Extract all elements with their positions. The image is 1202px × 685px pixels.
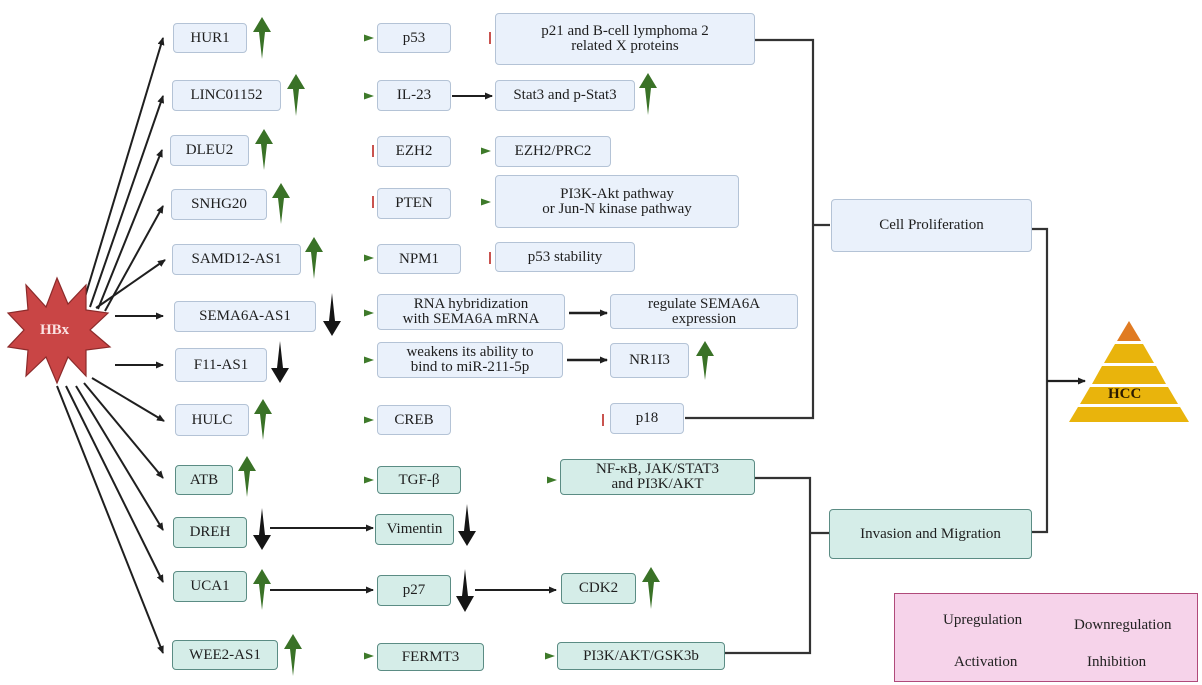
upregulation-icon <box>287 74 305 116</box>
target-box-pten[interactable]: PTEN <box>377 188 451 219</box>
legend-upregulation-label: Upregulation <box>943 612 1023 628</box>
hbx-to-hur1-arrow <box>81 37 165 308</box>
hbx-to-hulc-arrow <box>91 377 165 422</box>
target-box-tgf-beta[interactable]: TGF-β <box>377 466 461 494</box>
group-box-invasion-migration[interactable]: Invasion and Migration <box>829 509 1032 559</box>
hbx-fan-arrows <box>56 37 166 654</box>
hbx-to-uca1-arrow <box>65 385 164 583</box>
lncrna-box-hulc[interactable]: HULC <box>175 404 249 436</box>
upregulation-icon <box>639 73 657 115</box>
upregulation-icon <box>238 456 256 497</box>
upregulation-icon <box>254 399 272 440</box>
box-text-line: RNA hybridization <box>413 296 529 312</box>
effector-box-pi3k-akt-jnk[interactable]: PI3K-Akt pathway or Jun-N kinase pathway <box>495 175 739 228</box>
effector-box-p53-stability[interactable]: p53 stability <box>495 242 635 272</box>
target-box-p53[interactable]: p53 <box>377 23 451 53</box>
target-box-weakens-binding[interactable]: weakens its ability to bind to miR-211-5… <box>377 342 563 378</box>
legend-inhibition-label: Inhibition <box>1087 654 1147 670</box>
hbx-to-dleu2-arrow <box>97 149 163 310</box>
target-box-ezh2[interactable]: EZH2 <box>377 136 451 167</box>
box-text-line: with SEMA6A mRNA <box>402 311 540 327</box>
group-brackets <box>685 38 1086 655</box>
lncrna-box-wee2-as1[interactable]: WEE2-AS1 <box>172 640 278 670</box>
hbx-to-wee2-as1-arrow <box>56 385 164 654</box>
effector-box-ezh2-prc2[interactable]: EZH2/PRC2 <box>495 136 611 167</box>
target-box-npm1[interactable]: NPM1 <box>377 244 461 274</box>
target-box-il-23[interactable]: IL-23 <box>377 80 451 111</box>
lncrna-box-dleu2[interactable]: DLEU2 <box>170 135 249 166</box>
upregulation-icon <box>642 567 660 609</box>
downregulation-icon <box>271 341 289 383</box>
hbx-to-atb-arrow <box>83 382 164 479</box>
legend-downregulation-label: Downregulation <box>1074 617 1172 633</box>
hbx-starburst-icon <box>6 276 112 385</box>
effector-box-pi3k-akt-gsk3b[interactable]: PI3K/AKT/GSK3b <box>557 642 725 670</box>
target-box-rna-hybridization[interactable]: RNA hybridization with SEMA6A mRNA <box>377 294 565 330</box>
upregulation-icon <box>696 341 714 380</box>
pathway-connectors <box>258 32 608 660</box>
upregulation-icon <box>305 237 323 279</box>
box-text-line: weakens its ability to <box>406 344 534 360</box>
target-box-fermt3[interactable]: FERMT3 <box>377 643 484 671</box>
upregulation-icon <box>284 634 302 676</box>
upregulation-icon <box>253 17 271 59</box>
hbx-to-samd12-as1-arrow <box>95 259 166 309</box>
box-text-line: related X proteins <box>571 38 679 54</box>
effector-box-nfkb-jak-stat3[interactable]: NF-κB, JAK/STAT3 and PI3K/AKT <box>560 459 755 495</box>
lncrna-box-samd12-as1[interactable]: SAMD12-AS1 <box>172 244 301 275</box>
legend <box>894 593 1198 682</box>
hcc-pyramid-icon <box>1069 321 1189 422</box>
lncrna-box-uca1[interactable]: UCA1 <box>173 571 247 602</box>
hbx-to-linc01152-arrow <box>89 95 165 308</box>
hcc-label: HCC <box>1108 386 1142 402</box>
lncrna-box-f11-as1[interactable]: F11-AS1 <box>175 348 267 382</box>
lncrna-box-atb[interactable]: ATB <box>175 465 233 495</box>
regulation-markers <box>238 17 714 676</box>
upregulation-icon <box>255 129 273 170</box>
target-box-creb[interactable]: CREB <box>377 405 451 435</box>
hbx-label: HBx <box>40 322 70 338</box>
upregulation-icon <box>272 183 290 224</box>
outcome-bracket <box>1032 227 1049 534</box>
downregulation-icon <box>253 508 271 550</box>
effector-box-stat3[interactable]: Stat3 and p-Stat3 <box>495 80 635 111</box>
target-box-vimentin[interactable]: Vimentin <box>375 514 454 545</box>
box-text-line: p21 and B-cell lymphoma 2 <box>541 23 709 39</box>
legend-activation-label: Activation <box>954 654 1018 670</box>
target-box-p27[interactable]: p27 <box>377 575 451 606</box>
box-text-line: or Jun-N kinase pathway <box>542 200 692 217</box>
effector-box-cdk2[interactable]: CDK2 <box>561 573 636 604</box>
lncrna-box-linc01152[interactable]: LINC01152 <box>172 80 281 111</box>
lncrna-box-snhg20[interactable]: SNHG20 <box>171 189 267 220</box>
effector-box-regulate-sema6a[interactable]: regulate SEMA6A expression <box>610 294 798 329</box>
box-text-line: NF-κB, JAK/STAT3 <box>595 461 720 477</box>
downregulation-icon <box>456 569 474 612</box>
downregulation-icon <box>323 293 341 336</box>
hbx-to-dreh-arrow <box>75 385 164 531</box>
box-text-line: expression <box>671 310 737 327</box>
hbx-to-snhg20-arrow <box>104 205 164 312</box>
effector-box-nr1i3[interactable]: NR1I3 <box>610 343 689 378</box>
downregulation-icon <box>458 504 476 546</box>
effector-box-p18[interactable]: p18 <box>610 403 684 434</box>
proliferation-bracket <box>685 38 815 420</box>
group-box-cell-proliferation[interactable]: Cell Proliferation <box>831 199 1032 252</box>
upregulation-icon <box>253 569 271 610</box>
box-text-line: bind to miR-211-5p <box>410 359 530 375</box>
invasion-bracket <box>725 476 812 655</box>
box-text-line: regulate SEMA6A <box>647 295 761 312</box>
effector-box-p21-bax[interactable]: p21 and B-cell lymphoma 2 related X prot… <box>495 13 755 65</box>
lncrna-box-hur1[interactable]: HUR1 <box>173 23 247 53</box>
box-text-line: and PI3K/AKT <box>611 476 704 492</box>
lncrna-box-dreh[interactable]: DREH <box>173 517 247 548</box>
box-text-line: PI3K-Akt pathway <box>560 185 674 202</box>
lncrna-box-sema6a-as1[interactable]: SEMA6A-AS1 <box>174 301 316 332</box>
